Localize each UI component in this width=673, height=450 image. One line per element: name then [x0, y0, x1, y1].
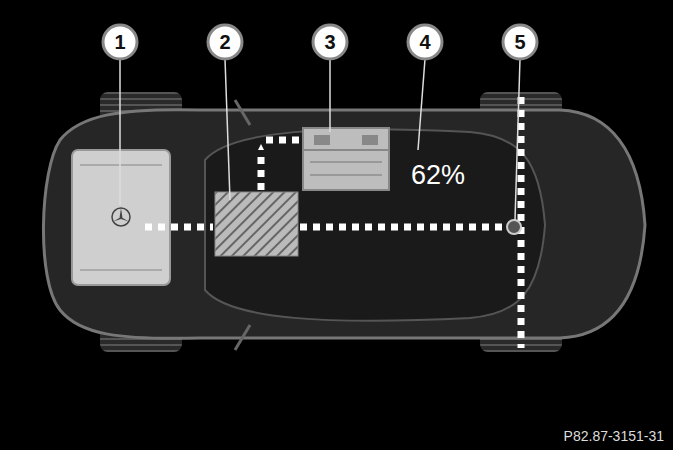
- callout-number: 2: [208, 25, 242, 59]
- leader-line: [120, 59, 520, 220]
- battery: [303, 128, 389, 190]
- star-logo: [112, 208, 130, 226]
- callout-number: 3: [313, 25, 347, 59]
- engine: [72, 150, 170, 285]
- callout-number: 5: [503, 25, 537, 59]
- charge-level: 62%: [411, 160, 465, 191]
- rear-axle: [507, 220, 521, 234]
- callout-circle: [103, 25, 537, 59]
- car-body: [43, 110, 645, 339]
- figure-code: P82.87-3151-31: [564, 428, 664, 444]
- energy-flow: [145, 97, 521, 348]
- hybrid-module: [215, 192, 298, 256]
- callout-number: 1: [103, 25, 137, 59]
- callout-number: 4: [408, 25, 442, 59]
